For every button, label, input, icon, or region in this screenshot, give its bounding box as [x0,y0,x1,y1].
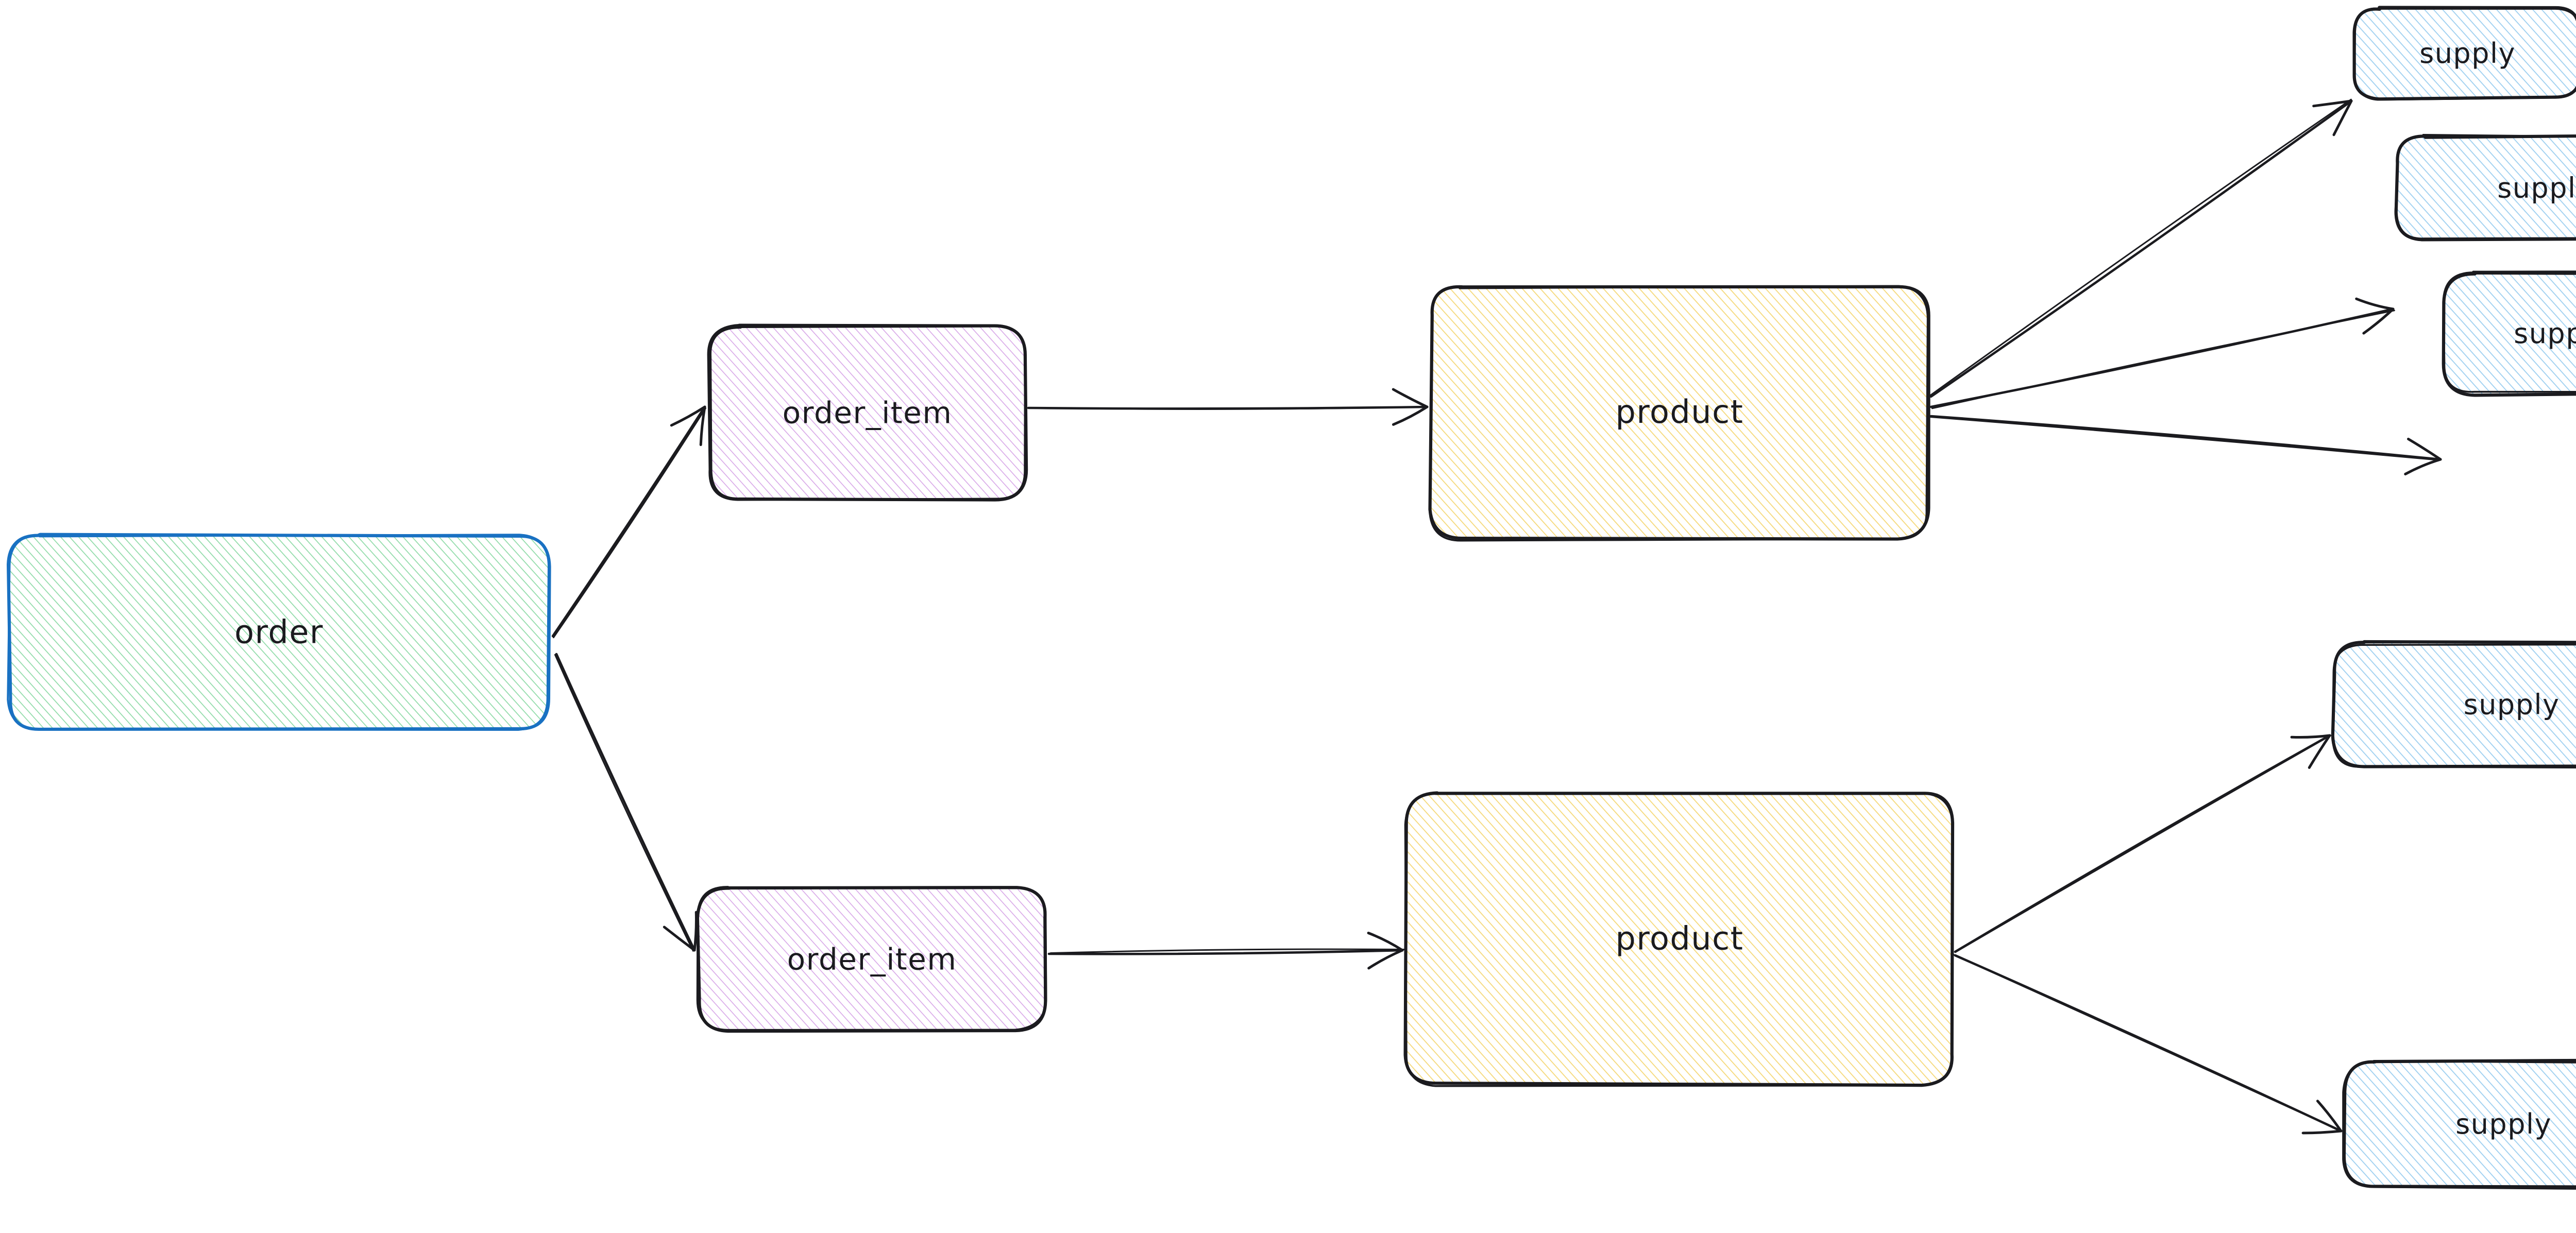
node-order-1[interactable]: order [6,533,551,731]
edge-stroke [1955,734,2331,953]
arrowhead-stroke [670,405,706,427]
arrowhead-stroke [2316,1100,2343,1133]
node-fill [2344,1060,2576,1187]
node-border [1428,285,1929,542]
arrowhead-stroke [1367,949,1404,970]
edge-stroke [1954,734,2331,953]
node-label-order-item-2: order_item [787,942,957,977]
edge-product-2-to-supply-4 [1954,734,2331,953]
edge-stroke [1047,949,1404,955]
node-border [696,886,1047,1031]
node-border [1404,792,1954,1087]
edge-order-1-to-order-item-2 [554,653,698,952]
arrowhead-stroke [2301,1129,2343,1135]
arrowhead-stroke [2362,307,2395,335]
arrowhead-stroke [1392,388,1429,408]
node-border [2331,643,2576,769]
node-label-supply-5: supply [2455,1108,2552,1140]
node-border [2442,270,2576,393]
node-label-product-2: product [1616,920,1744,957]
arrowhead-stroke [1392,405,1429,426]
arrowhead-stroke [2290,734,2331,739]
arrowhead-stroke [2308,734,2331,769]
arrowhead-stroke [2332,99,2353,136]
node-border [7,534,550,731]
node-fill [1405,793,1953,1085]
node-label-supply-3: supply [2514,317,2576,350]
node-border [2442,271,2576,397]
edge-stroke [551,405,706,638]
arrowhead-stroke [1367,932,1404,952]
edge-stroke [1929,99,2353,398]
node-fill [2396,136,2576,239]
edge-order-item-1-to-product-1 [1027,388,1429,426]
arrowhead-stroke [2406,437,2442,461]
nodes-layer: orderorder_itemorder_itemproductproducts… [6,6,2576,1190]
node-supply-4[interactable]: supply [2331,640,2576,769]
node-fill [2354,7,2576,99]
node-supply-3[interactable]: supply [2442,270,2576,397]
node-fill [709,326,1026,500]
node-label-supply-4: supply [2464,689,2560,721]
node-fill [698,887,1046,1031]
node-fill [2333,642,2576,767]
node-order-item-1[interactable]: order_item [707,323,1028,502]
node-product-2[interactable]: product [1403,791,1955,1087]
edge-stroke [552,407,706,639]
arrowhead-stroke [2355,297,2395,311]
edge-product-1-to-supply-1 [1929,98,2353,398]
edge-stroke [555,653,696,952]
node-order-item-2[interactable]: order_item [696,886,1047,1033]
edge-stroke [1929,416,2441,461]
node-border [2394,133,2576,242]
node-label-order-1: order [234,613,324,651]
node-border [2353,7,2576,101]
node-supply-2[interactable]: supply [2394,133,2576,242]
edge-order-1-to-order-item-1 [551,405,706,639]
arrowhead-stroke [2404,458,2442,475]
arrowhead-stroke [2312,99,2353,108]
edge-product-1-to-supply-2 [1929,297,2395,409]
edge-order-item-2-to-product-2 [1047,932,1405,970]
node-product-1[interactable]: product [1428,285,1930,542]
node-label-order-item-1: order_item [783,396,953,431]
edge-stroke [554,654,694,952]
node-label-product-1: product [1616,393,1744,431]
edge-stroke [1953,954,2341,1132]
arrowhead-stroke [663,926,696,952]
edge-stroke [1027,406,1428,410]
node-fill [2444,272,2576,395]
node-border [2342,1060,2576,1190]
node-supply-1[interactable]: supply [2352,6,2576,101]
node-border [707,323,1026,501]
node-fill [8,535,550,729]
edge-stroke [1931,310,2395,409]
edge-stroke [1049,948,1405,954]
node-label-supply-2: supply [2497,172,2576,204]
arrowhead-stroke [699,405,706,447]
edge-product-1-to-supply-3 [1929,415,2442,475]
node-fill [1430,286,1929,539]
edges-layer [551,98,2442,1135]
edge-stroke [1929,98,2352,396]
edge-stroke [1929,415,2442,461]
node-label-supply-1: supply [2419,37,2516,70]
edge-product-2-to-supply-5 [1953,954,2343,1135]
node-supply-5[interactable]: supply [2342,1058,2576,1190]
